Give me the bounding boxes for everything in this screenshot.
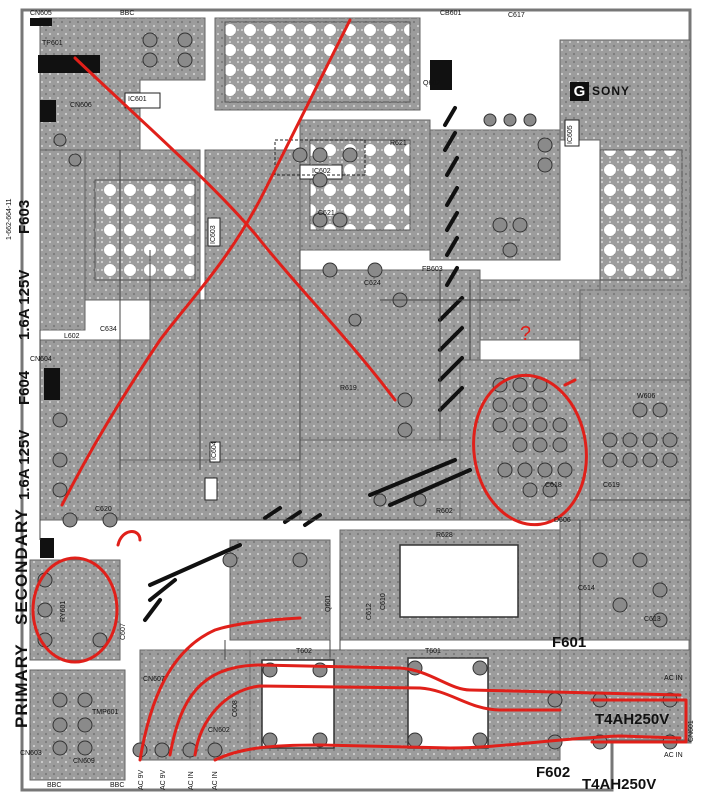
label-w606: W606: [637, 393, 656, 400]
fuse-f601-rating: T4AH250V: [595, 711, 670, 728]
label-ic605: IC605: [567, 125, 574, 144]
label-c614: C614: [578, 585, 595, 592]
connector-cn605: CN605: [30, 10, 52, 17]
terminal-ac9v-1: AC 9V: [138, 769, 145, 790]
label-c621: C621: [318, 210, 335, 217]
label-tmp601: TMP601: [92, 709, 119, 716]
label-fb603: FB603: [422, 266, 443, 273]
connector-cn602: CN602: [208, 727, 230, 734]
connector-cn601: CN601: [688, 720, 695, 742]
fuse-f603-rating: 1.6A 125V: [16, 269, 33, 340]
label-c613: C613: [644, 616, 661, 623]
label-t601: T601: [425, 648, 441, 655]
part-number: 1-662-664-11: [6, 198, 13, 240]
silk-marks: [143, 106, 472, 622]
terminal-bbc-1: BBC: [110, 782, 125, 789]
terminal-bbc-2: BBC: [47, 782, 62, 789]
terminal-bbc-3: BBC: [120, 10, 135, 17]
terminal-ac-in-right: AC IN: [664, 675, 683, 682]
circle-right-cluster: [472, 373, 588, 527]
cross-stroke-1: [73, 56, 397, 402]
wire-ac-4: [213, 734, 682, 762]
cross-stroke-2: [60, 18, 352, 507]
solder-pads: [37, 32, 678, 758]
label-r628: R628: [436, 532, 453, 539]
label-q601: Q601: [325, 594, 332, 612]
wire-ac-1: [168, 663, 682, 757]
label-c634: C634: [100, 326, 117, 333]
terminal-ac9v-2: AC 9V: [160, 769, 167, 790]
fuse-f601-name: F601: [552, 634, 587, 651]
label-r621: R621: [390, 140, 407, 147]
label-c620: C620: [95, 506, 112, 513]
fuse-f604-rating: 1.6A 125V: [16, 429, 33, 500]
terminal-ac-in-right-2: AC IN: [664, 752, 683, 759]
connector-cn604: CN604: [30, 356, 52, 363]
wire-ac-3: [193, 684, 562, 757]
connector-cn606: CN606: [70, 102, 92, 109]
connector-cn603: CN603: [20, 750, 42, 757]
label-c612: C612: [366, 603, 373, 620]
wire-ac-2: [138, 616, 302, 762]
label-r619: R619: [340, 385, 357, 392]
label-ic603: IC603: [210, 225, 217, 244]
question-mark: ?: [520, 323, 531, 345]
label-cb601: CB601: [440, 10, 462, 17]
label-tp601: TP601: [42, 40, 63, 47]
label-t602: T602: [296, 648, 312, 655]
label-ic604: IC604: [211, 441, 218, 460]
fuse-f602-rating: T4AH250V: [582, 776, 657, 793]
sony-logo-mark: G: [570, 82, 589, 101]
primary-label: PRIMARY: [12, 643, 31, 728]
terminal-acin-2: AC IN: [212, 771, 219, 790]
label-r602: R602: [436, 508, 453, 515]
fuse-f604-name: F604: [16, 370, 33, 405]
mark-small-loop: [116, 530, 142, 547]
connector-cn609: CN609: [73, 758, 95, 765]
label-c619: C619: [603, 482, 620, 489]
label-c617: C617: [508, 12, 525, 19]
label-q602: Q602: [423, 80, 441, 87]
label-ic601: IC601: [128, 96, 147, 103]
circle-relay: [31, 556, 119, 664]
label-c624: C624: [364, 280, 381, 287]
ic-packages: [124, 92, 580, 501]
label-ic602: IC602: [312, 168, 331, 175]
brand-label: SONY: [592, 84, 631, 98]
connector-cn607: CN607: [143, 676, 165, 683]
secondary-label: SECONDARY: [12, 508, 31, 625]
label-c608: C608: [232, 700, 239, 717]
box-t4ah250v: [590, 698, 688, 744]
fuse-f603-name: F603: [16, 199, 33, 234]
label-l602: L602: [64, 333, 80, 340]
label-c610: C610: [380, 593, 387, 610]
label-d606: D606: [554, 517, 571, 524]
terminal-acin-1: AC IN: [188, 771, 195, 790]
heatsink-areas: [94, 21, 683, 281]
label-c618: C618: [545, 482, 562, 489]
fuse-f602-name: F602: [536, 764, 571, 781]
mark-right-tick: [563, 378, 577, 387]
label-c607: C607: [120, 623, 127, 640]
label-ry601: RY601: [60, 600, 67, 622]
